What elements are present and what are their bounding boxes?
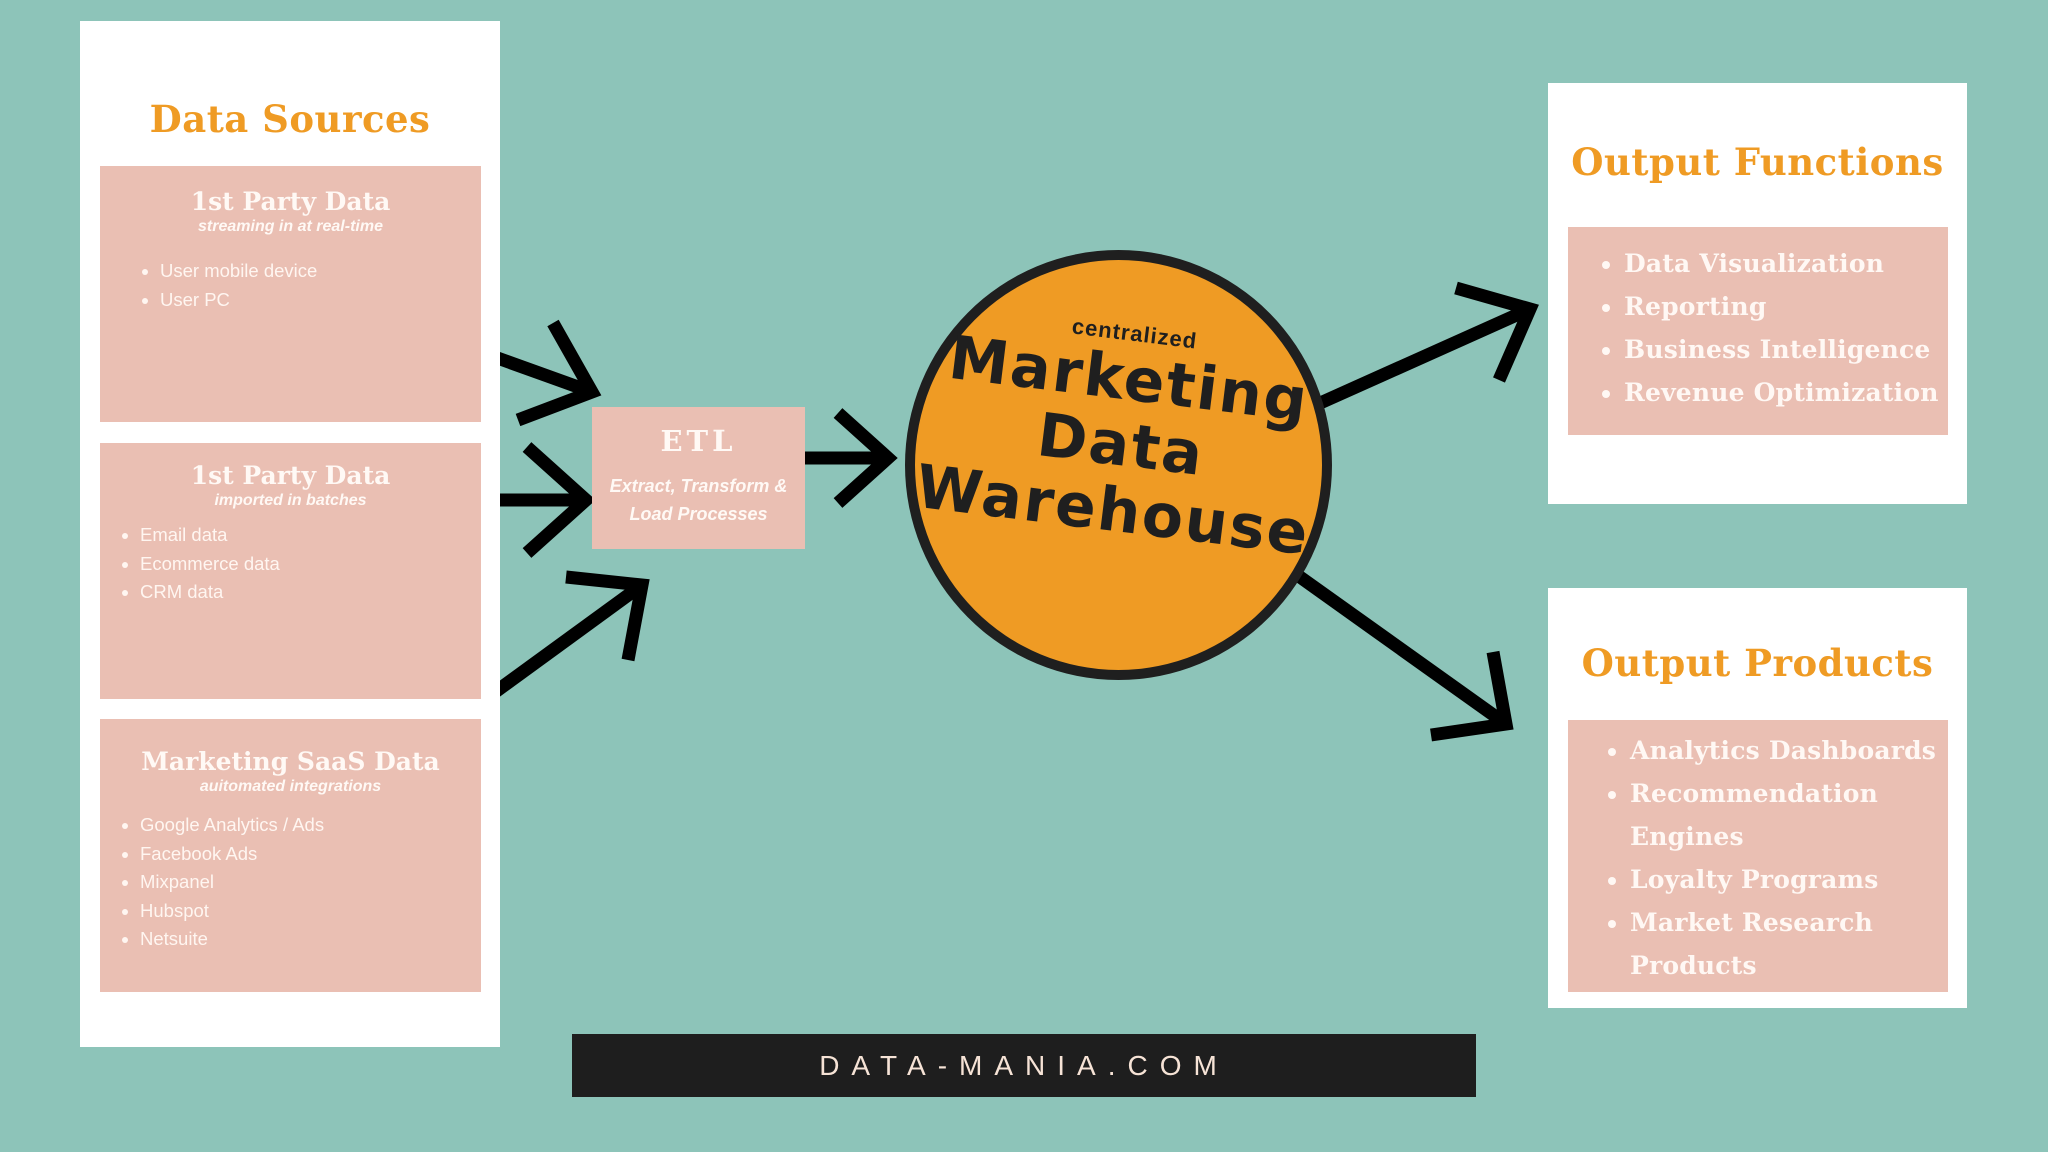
- list-item: Netsuite: [120, 925, 481, 954]
- list-item: Loyalty Programs: [1606, 858, 1948, 901]
- source-item-list: Google Analytics / Ads Facebook Ads Mixp…: [120, 811, 481, 954]
- etl-title: ETL: [660, 424, 737, 458]
- output-products-panel: Output Products Analytics Dashboards Rec…: [1548, 588, 1967, 1008]
- list-item: Reporting: [1600, 285, 1948, 328]
- data-sources-title: Data Sources: [149, 97, 431, 141]
- list-item: Email data: [120, 521, 481, 550]
- output-functions-list: Data Visualization Reporting Business In…: [1600, 242, 1948, 414]
- etl-subtitle-line1: Extract, Transform &: [609, 476, 788, 496]
- output-functions-box: Data Visualization Reporting Business In…: [1568, 227, 1948, 435]
- output-functions-title: Output Functions: [1571, 140, 1944, 184]
- source-box-heading: 1st Party Data: [190, 187, 391, 216]
- list-item-continuation: Products: [1630, 951, 1757, 980]
- warehouse-label: centralized Marketing Data Warehouse: [892, 237, 1346, 694]
- arrow-icon-etl-to-warehouse: [805, 408, 898, 508]
- source-box-realtime: 1st Party Data streaming in at real-time…: [100, 166, 481, 422]
- list-item-continuation: Engines: [1630, 822, 1744, 851]
- source-box-subtitle: imported in batches: [214, 492, 367, 509]
- source-box-subtitle: auitomated integrations: [199, 778, 382, 795]
- arrow-icon-warehouse-to-functions: [1315, 281, 1539, 410]
- output-functions-panel: Output Functions Data Visualization Repo…: [1548, 83, 1967, 504]
- list-item: Revenue Optimization: [1600, 371, 1948, 414]
- source-box-saas: Marketing SaaS Data auitomated integrati…: [100, 719, 481, 992]
- list-item: Facebook Ads: [120, 840, 481, 869]
- etl-subtitle-line2: Load Processes: [629, 504, 768, 524]
- list-item: Google Analytics / Ads: [120, 811, 481, 840]
- list-item: Recommendation: [1606, 772, 1948, 815]
- output-products-box: Analytics Dashboards Recommendation Engi…: [1568, 720, 1948, 992]
- source-item-list: Email data Ecommerce data CRM data: [120, 521, 481, 607]
- source-box-heading: Marketing SaaS Data: [141, 747, 440, 776]
- source-box-batches: 1st Party Data imported in batches Email…: [100, 443, 481, 699]
- list-item: CRM data: [120, 578, 481, 607]
- list-item: Analytics Dashboards: [1606, 729, 1948, 772]
- list-item: User mobile device: [140, 257, 481, 286]
- source-box-subtitle: streaming in at real-time: [198, 218, 383, 235]
- output-products-list: Analytics Dashboards Recommendation Engi…: [1606, 729, 1948, 987]
- etl-box: ETL Extract, Transform & Load Processes: [592, 407, 805, 549]
- list-item: Ecommerce data: [120, 550, 481, 579]
- data-sources-panel: Data Sources 1st Party Data streaming in…: [80, 21, 500, 1047]
- list-item: Data Visualization: [1600, 242, 1948, 285]
- list-item: Mixpanel: [120, 868, 481, 897]
- data-warehouse-circle: centralized Marketing Data Warehouse: [905, 250, 1332, 680]
- list-item: Business Intelligence: [1600, 328, 1948, 371]
- output-products-title: Output Products: [1581, 641, 1934, 685]
- arrow-icon-warehouse-to-products: [1289, 566, 1514, 742]
- brand-footer: DATA-MANIA.COM: [572, 1034, 1476, 1097]
- source-item-list: User mobile device User PC: [140, 257, 481, 314]
- list-item: User PC: [140, 286, 481, 315]
- list-item: Market Research: [1606, 901, 1948, 944]
- source-box-heading: 1st Party Data: [190, 461, 391, 490]
- list-item: Hubspot: [120, 897, 481, 926]
